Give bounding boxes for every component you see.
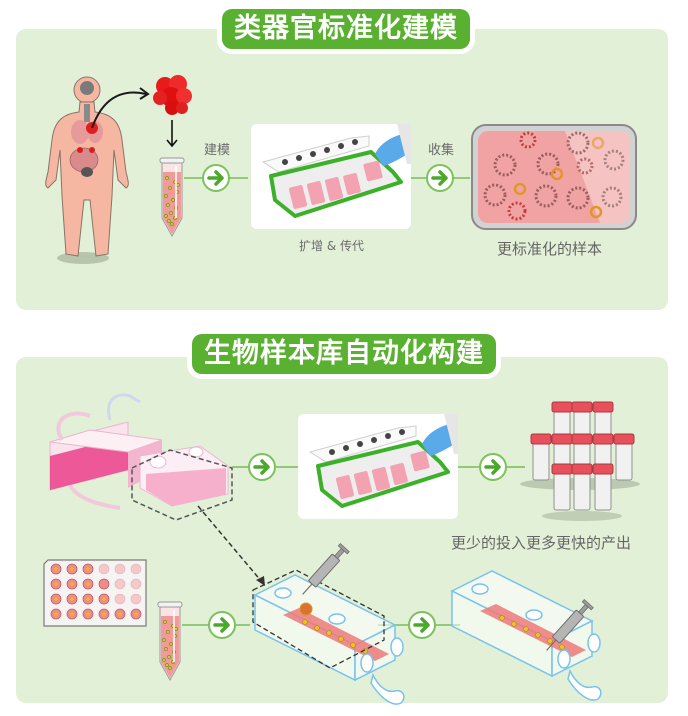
culture-flask-icon: [49, 393, 233, 521]
step-arrow-icon-row2-b: [407, 610, 437, 640]
section-title-biobank-automation: 生物样本库自动化构建: [192, 334, 496, 374]
caption-expand-passage: 扩增 & 传代: [299, 239, 364, 253]
human-body-icon: [45, 76, 150, 264]
step-arrow-icon-row1-b: [478, 452, 508, 482]
section-title-organoid-modeling: 类器官标准化建模: [222, 9, 470, 49]
culture-instrument-icon-2: [296, 412, 460, 521]
organoid-chip-icon-2: [451, 570, 602, 701]
step-arrow-icon-row2-a: [207, 610, 237, 640]
step-arrow-icon-row1-a: [247, 452, 277, 482]
well-plate-icon: [43, 559, 147, 627]
caption-standardized-sample: 更标准化的样本: [497, 240, 603, 258]
cryo-vial-rack-icon: [520, 401, 640, 521]
selection-outline: [131, 449, 233, 521]
tissue-sample-icon: [153, 75, 192, 115]
dashed-pointer-arrow: [197, 505, 263, 583]
step-label-modeling: 建模: [204, 143, 231, 158]
down-arrow-icon: [166, 120, 178, 148]
organoid-dish-icon: [471, 124, 637, 230]
step-arrow-icon-modeling: [201, 163, 231, 193]
organoid-chip-icon: [252, 569, 405, 705]
step-label-collect: 收集: [428, 143, 455, 158]
centrifuge-tube-icon: [159, 157, 185, 237]
step-arrow-icon-collect: [425, 163, 455, 193]
culture-instrument-icon: [249, 122, 413, 231]
caption-output: 更少的投入更多更快的产出: [451, 534, 632, 552]
centrifuge-tube-icon-2: [157, 601, 183, 681]
